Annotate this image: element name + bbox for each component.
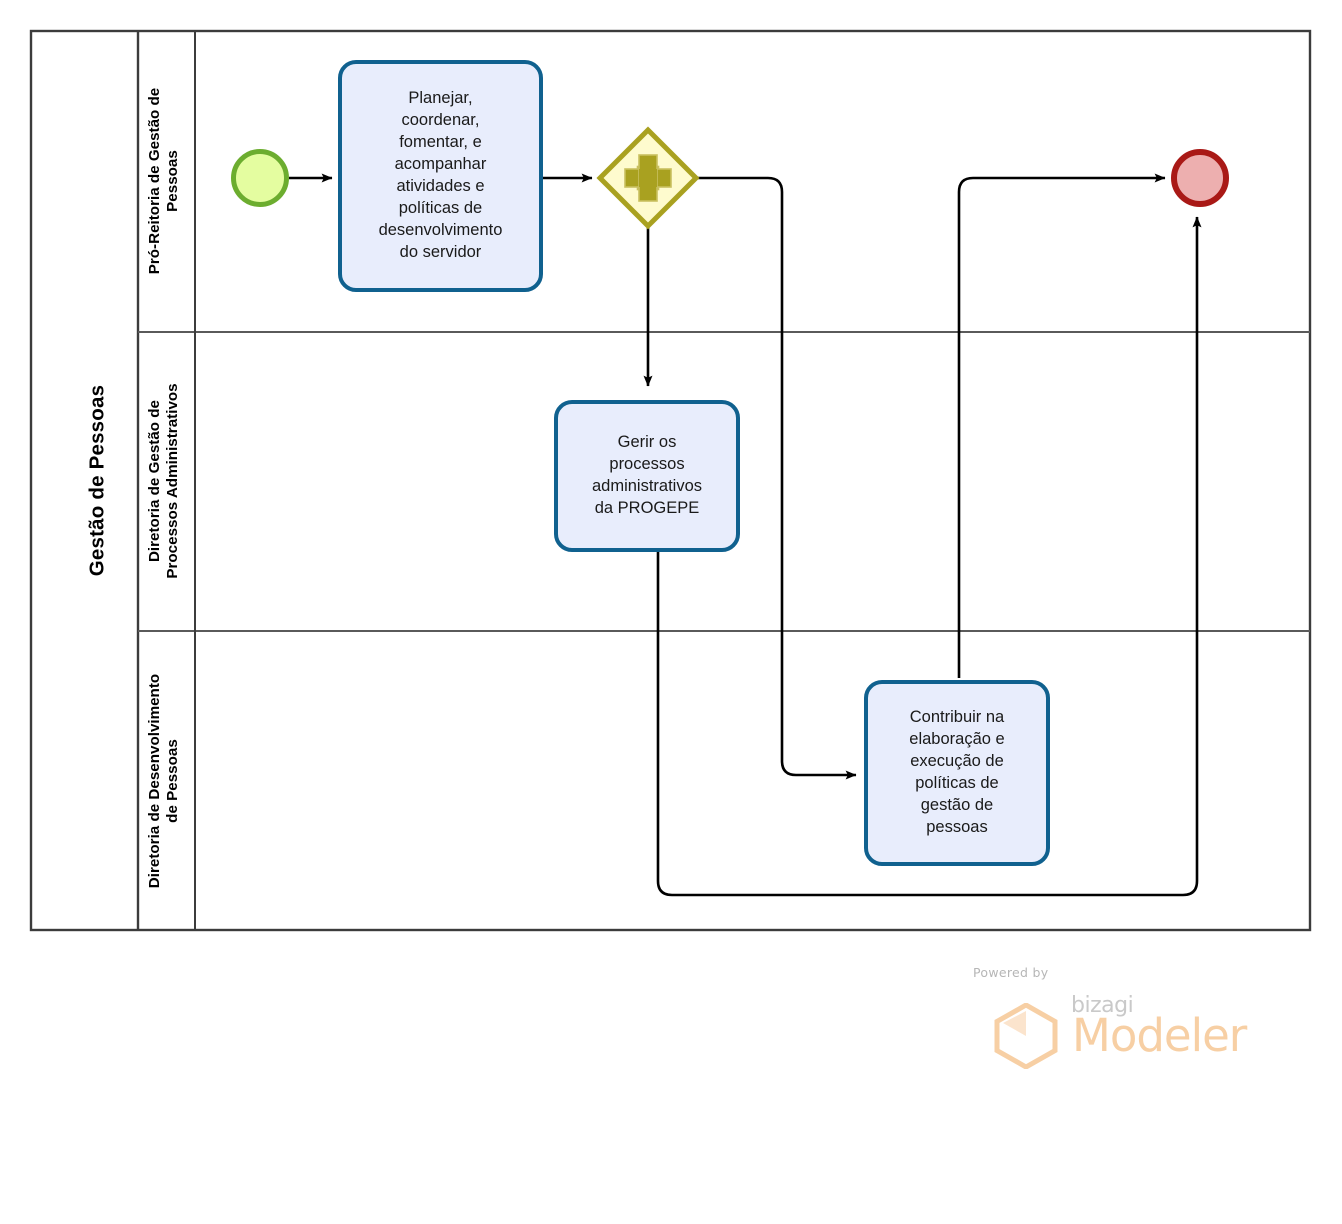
task-planejar[interactable] [338,60,543,292]
lane-dividers [138,31,1310,930]
task-gerir-processos[interactable] [554,400,740,552]
task-planejar-box[interactable] [338,60,543,292]
powered-by-label: Powered by [973,965,1049,980]
task-contribuir-politicas-box[interactable] [864,680,1050,866]
flow-task2-to-end[interactable] [656,216,1202,897]
bizagi-watermark: Powered by bizagi Modeler [968,965,1268,1075]
task-contribuir-politicas[interactable] [864,680,1050,866]
task-gerir-processos-box[interactable] [554,400,740,552]
parallel-gateway[interactable] [596,126,700,230]
flow-task3-to-end[interactable] [957,173,1166,678]
gateway-plus-center [639,169,657,187]
sequence-flows-layer [289,173,1202,897]
modeler-product-text: Modeler [1072,1009,1247,1062]
bizagi-brand-text: bizagi [1071,993,1134,1018]
start-event[interactable] [231,149,289,207]
bizagi-logo-icon [994,1003,1058,1069]
flow-gateway-to-task3[interactable] [697,176,857,780]
start-event-circle[interactable] [231,149,289,207]
end-event[interactable] [1171,149,1229,207]
end-event-circle[interactable] [1171,149,1229,207]
